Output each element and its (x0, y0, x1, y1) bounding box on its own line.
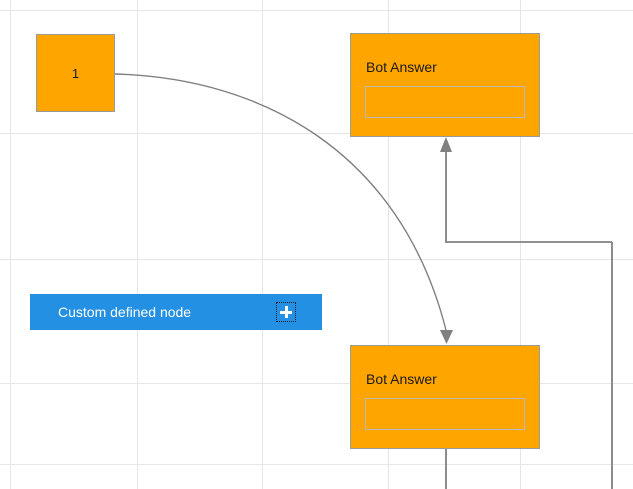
node-start[interactable]: 1 (36, 34, 115, 112)
node-bot-answer-top-field[interactable] (365, 86, 525, 118)
plus-icon-vertical-bar (284, 306, 288, 318)
custom-defined-node-label: Custom defined node (58, 304, 192, 320)
custom-defined-node-bar[interactable]: Custom defined node (30, 294, 322, 330)
node-bot-answer-top[interactable]: Bot Answer (350, 33, 540, 137)
curved-edge-arrowhead-down (440, 330, 453, 344)
node-bot-answer-bottom[interactable]: Bot Answer (350, 345, 540, 449)
gridline-horizontal (0, 259, 633, 260)
plus-icon[interactable] (276, 302, 296, 322)
gridline-vertical (262, 0, 263, 489)
node-bot-answer-top-title: Bot Answer (366, 59, 437, 75)
gridline-horizontal (0, 10, 633, 11)
node-bot-answer-bottom-field[interactable] (365, 398, 525, 430)
gridline-vertical (10, 0, 11, 489)
node-start-label: 1 (71, 65, 80, 81)
orthogonal-edge-arrowhead-up (440, 137, 452, 152)
gridline-vertical (137, 0, 138, 489)
orthogonal-edge-to-bot-top[interactable] (445, 152, 612, 243)
node-bot-answer-bottom-title: Bot Answer (366, 371, 437, 387)
gridline-horizontal (0, 464, 633, 465)
